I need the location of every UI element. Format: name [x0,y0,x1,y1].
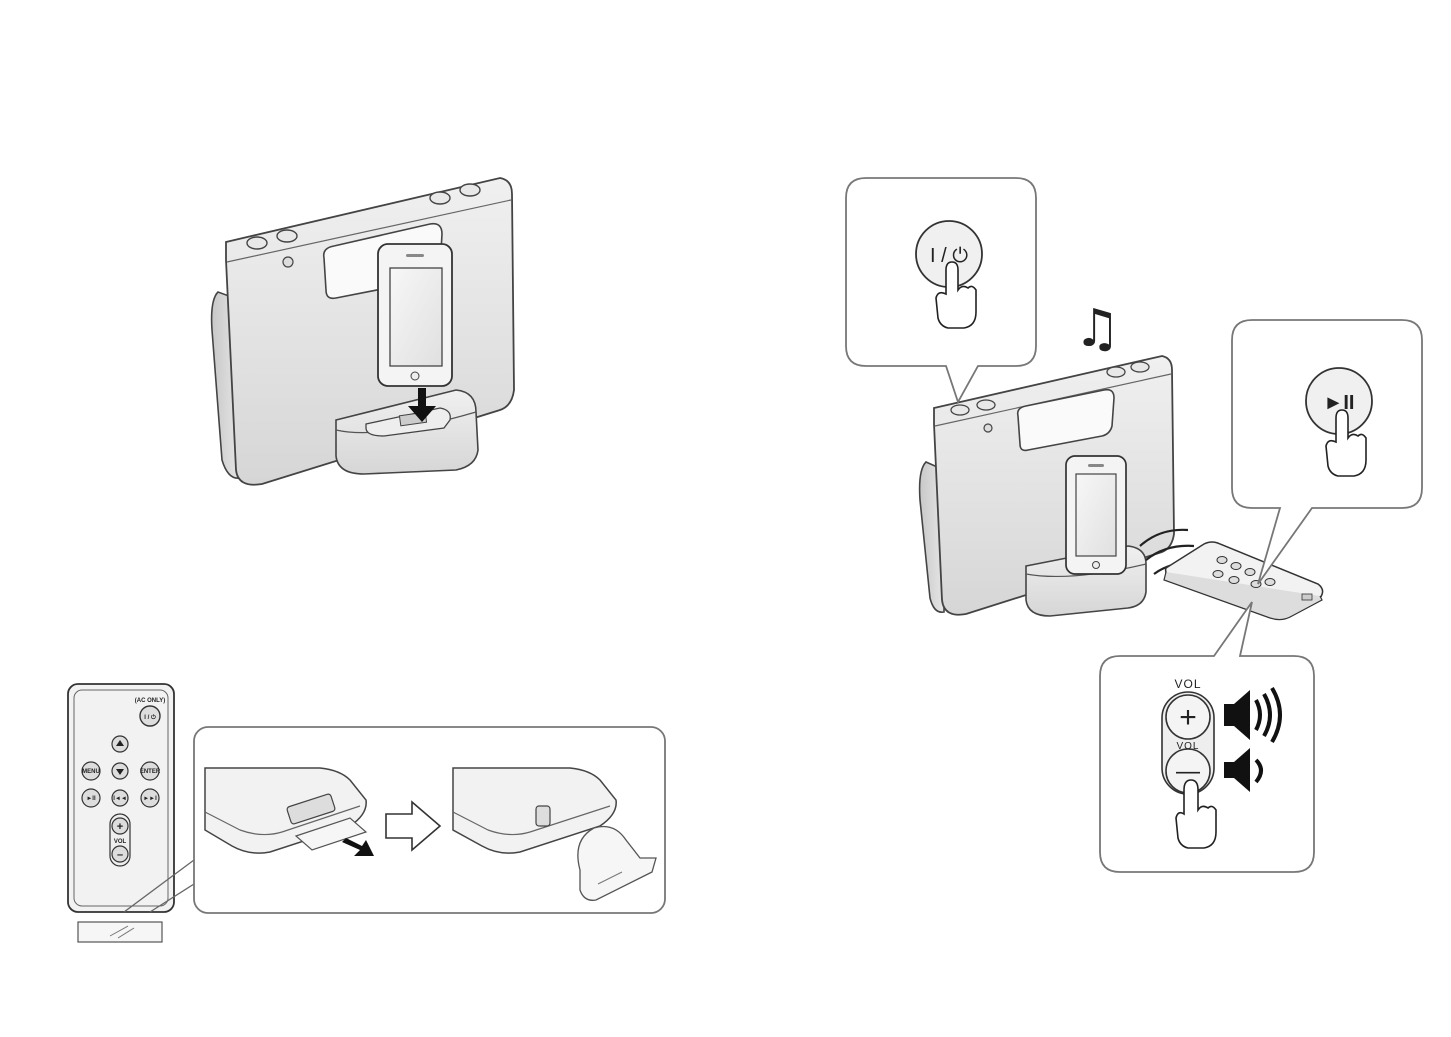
remote-vol-minus-label: – [117,849,123,861]
remote-enter-label: ENTER [140,769,161,775]
remote-prev-label: I◄◄ [113,796,127,802]
play-pause-callout: ►II [1232,320,1422,584]
remote-vol-label: VOL [114,839,127,845]
music-note-icon: ♫ [1074,299,1121,359]
remote-play-pause-label: ►II [86,796,96,802]
speaker-dock-illustration [212,178,514,485]
remote-control-illustration: (AC ONLY) I / ⏻ MENU ENTER ►II I◄◄ ►►I +… [68,684,194,942]
remote-next-label: ►►I [143,796,157,802]
battery-tab-callout [194,727,665,913]
remote-ac-only-label: (AC ONLY) [135,698,165,704]
power-button-callout: I / ⏻ [846,178,1036,402]
remote-vol-plus-label: + [117,821,123,833]
remote-menu-label: MENU [82,769,100,775]
vol-plus-label: + [1179,701,1197,734]
volume-callout: VOL + VOL — [1100,602,1314,872]
vol-top-label: VOL [1174,677,1201,691]
remote-power-label: I / ⏻ [144,714,156,721]
